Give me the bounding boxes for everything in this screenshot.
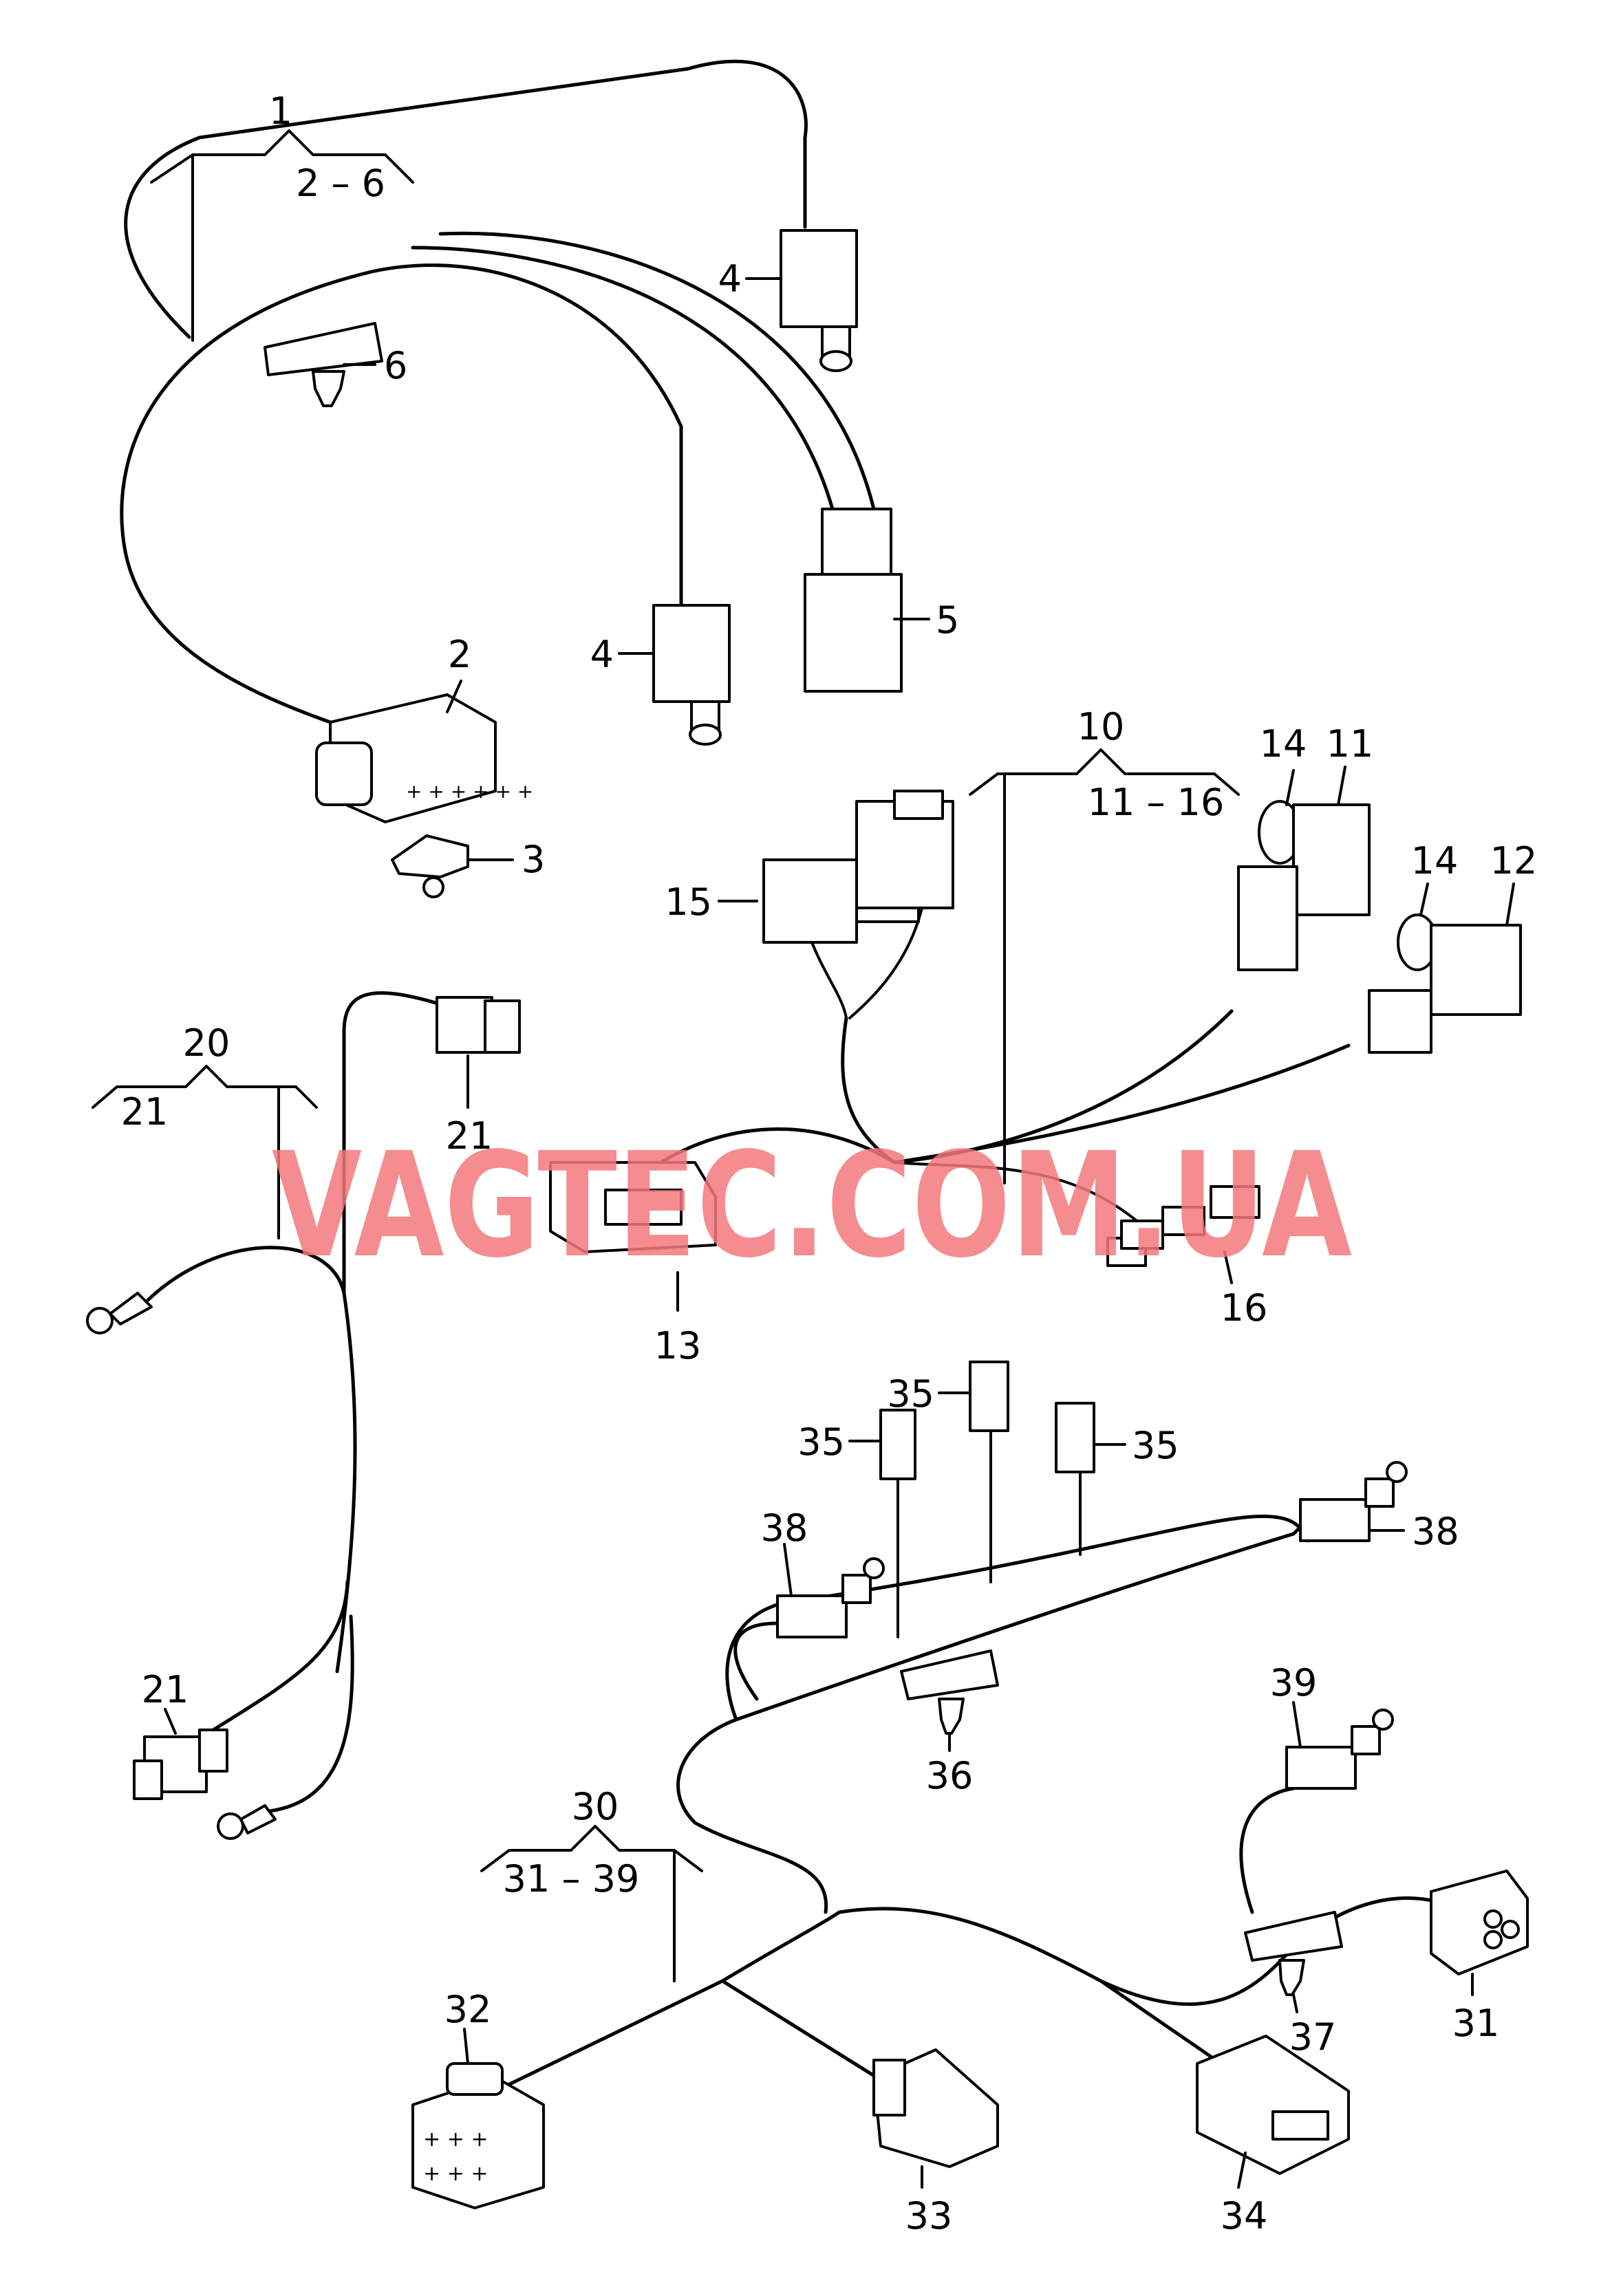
callout-21-bottom: 21	[142, 1668, 189, 1711]
group-20-number: 20	[183, 1021, 230, 1065]
callout-16: 16	[1221, 1286, 1268, 1330]
harness-20-main	[335, 991, 442, 1674]
watermark: VAGTEC.COM.UA	[272, 1121, 1352, 1290]
callout-4-bottom: 4	[590, 633, 614, 676]
clip-37	[1244, 1911, 1343, 1996]
ring-terminal-top	[86, 1292, 153, 1334]
connector-21-bottom	[133, 1729, 228, 1800]
svg-text:+ + +: + + +	[423, 2162, 488, 2186]
connector-4-top	[780, 229, 858, 372]
callout-33: 33	[905, 2194, 953, 2238]
connector-32: + + + + + +	[411, 2062, 545, 2209]
callout-15: 15	[665, 880, 712, 924]
harness-1-main-loop	[124, 59, 808, 339]
connector-5	[804, 508, 903, 693]
harness-20-branch-21-bottom	[211, 1580, 350, 1732]
harness-1-outer-loop	[120, 263, 683, 724]
harness-10-wire-15a	[810, 941, 848, 1019]
callout-32: 32	[444, 1988, 492, 2031]
connector-39	[1285, 1709, 1394, 1790]
clip-3	[391, 834, 469, 898]
svg-text:+ + + + + +: + + + + + +	[406, 780, 533, 803]
harness-1-branch-5b	[438, 231, 876, 511]
callout-2: 2	[448, 633, 471, 676]
harness-1: + + + + + +	[120, 59, 903, 898]
callout-5: 5	[936, 598, 959, 642]
connector-35-b	[969, 1361, 1009, 1432]
callout-14-bottom: 14	[1411, 839, 1459, 882]
harness-30: + + + + + +	[411, 1361, 1529, 2209]
callout-35-a: 35	[797, 1420, 845, 1464]
connector-4-bottom	[652, 604, 731, 746]
callout-12: 12	[1490, 839, 1538, 882]
callout-21-top: 21	[446, 1114, 493, 1158]
clip-36	[900, 1649, 999, 1735]
callout-34: 34	[1221, 2194, 1268, 2238]
group-1-number: 1	[269, 89, 292, 133]
leader-lines	[164, 277, 1515, 2189]
callout-37: 37	[1289, 2015, 1337, 2059]
harness-30-left-arc	[676, 1718, 828, 1914]
callout-38-right: 38	[1412, 1510, 1459, 1553]
connector-34	[1196, 2035, 1350, 2175]
connector-21-top	[436, 996, 521, 1054]
group-20-range: 21	[121, 1090, 169, 1134]
svg-text:+ + +: + + +	[423, 2127, 488, 2152]
callout-4-top: 4	[718, 257, 742, 301]
clip-6	[264, 322, 383, 407]
bracket-group-20	[92, 1065, 318, 1239]
harness-20	[86, 991, 521, 1840]
group-30-number: 30	[572, 1785, 619, 1828]
group-30-range: 31 – 39	[503, 1857, 640, 1900]
ring-terminal-bottom	[217, 1804, 277, 1840]
connector-15	[762, 790, 954, 944]
group-10-number: 10	[1077, 705, 1125, 748]
callout-6: 6	[384, 344, 407, 387]
connector-2: + + + + + +	[315, 693, 533, 823]
harness-10-branch-12	[892, 1043, 1351, 1165]
harness-1-branch-5a	[411, 246, 835, 511]
callout-3: 3	[522, 838, 545, 881]
harness-20-ring-top-wire	[146, 1246, 346, 1302]
harness-30-branch-34	[1099, 1979, 1213, 2059]
bracket-group-10	[969, 748, 1240, 1184]
callout-11: 11	[1327, 722, 1374, 766]
connector-13	[549, 1161, 717, 1253]
callout-14-top: 14	[1260, 722, 1307, 766]
connector-35-c	[1055, 1402, 1095, 1473]
connector-16-group	[1106, 1185, 1260, 1267]
callout-36: 36	[926, 1754, 974, 1797]
harness-30-branch-33	[720, 1979, 890, 2086]
harness-10-branch-16	[893, 1161, 1157, 1239]
harness-30-branch-39	[1239, 1786, 1296, 1914]
callout-31: 31	[1452, 2002, 1500, 2045]
connector-35-a	[879, 1409, 916, 1480]
connector-14-12	[1368, 913, 1522, 1054]
harness-10-wire-15b	[848, 907, 923, 1019]
callout-39: 39	[1270, 1661, 1318, 1704]
bracket-group-1	[150, 129, 414, 342]
callout-35-c: 35	[1132, 1424, 1179, 1467]
harness-30-upper-loop	[725, 1515, 1309, 1722]
connector-38-right	[1299, 1461, 1408, 1542]
group-10-range: 11 – 16	[1088, 781, 1225, 824]
harness-30-branch-38-left	[733, 1621, 780, 1701]
harness-10-branch-15	[841, 1016, 897, 1165]
harness-10	[549, 790, 1522, 1267]
bracket-group-30	[480, 1825, 703, 1982]
harness-20-ring-bottom-wire	[253, 1614, 354, 1815]
connector-14-11	[1237, 800, 1371, 971]
callout-13: 13	[654, 1324, 702, 1367]
callout-35-b: 35	[887, 1372, 934, 1416]
callout-38-left: 38	[761, 1506, 808, 1550]
connector-31	[1430, 1870, 1529, 1975]
harness-30-upper-trunk	[734, 1525, 1302, 1722]
connector-33	[872, 2048, 999, 2168]
group-1-range: 2 – 6	[296, 162, 385, 205]
connector-38-left	[776, 1557, 885, 1638]
